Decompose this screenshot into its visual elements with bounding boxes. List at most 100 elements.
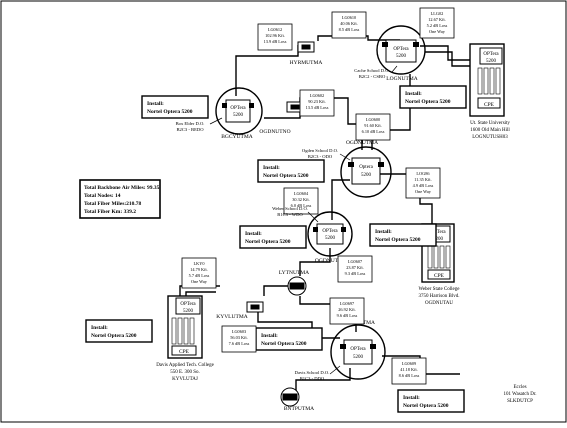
span-ogdnno-ogdn-box[interactable]: LG0600 91.60 Kft. 6.10 dB Loss bbox=[355, 113, 391, 141]
span-bgcy-ogdnno-id: LG0602 bbox=[310, 93, 324, 98]
davis-address: 550 E. 300 So. bbox=[170, 370, 200, 375]
span-frtn-bntp-loss: 8.6 dB Loss bbox=[399, 373, 420, 378]
span-lytn-frtn-id: LG0697 bbox=[340, 301, 355, 306]
summary-nodes: Total Nodes: 14 bbox=[84, 193, 121, 199]
site-davis[interactable]: OPTera 5200 CPE bbox=[167, 295, 203, 359]
frtn-device[interactable]: OPTera 5200 bbox=[340, 339, 376, 365]
davis-device-line2: 5200 bbox=[183, 309, 194, 314]
span-usu-loss: 5.2 dB Loss bbox=[427, 23, 448, 28]
lytn-label: LYTNUTMA bbox=[279, 270, 309, 276]
install-ogdnso-line2: Nortel Optera 5200 bbox=[245, 239, 291, 245]
span-frtn-bntp-box[interactable]: LG0609 41.18 Kft. 8.6 dB Loss bbox=[391, 357, 427, 385]
ogdn-device-line2: 5200 bbox=[361, 173, 372, 178]
ogdnso-device[interactable]: OPTera 5200 bbox=[313, 223, 346, 245]
bgcy-node-ring bbox=[215, 87, 263, 135]
span-ogdnno-ogdn-id: LG0600 bbox=[366, 117, 380, 122]
weber-device-line2: 5200 bbox=[433, 237, 444, 242]
install-frtn-line1: Install: bbox=[261, 333, 278, 339]
site-usu[interactable]: OPTera 5200 CPE bbox=[469, 43, 505, 117]
ogdn-node-ring bbox=[340, 146, 392, 198]
ogdn-device[interactable]: Optera 5200 bbox=[348, 157, 384, 185]
davis-school-label: Davis School D.O. B1C3 - DDO bbox=[295, 365, 341, 381]
span-lytn-frtn-box[interactable]: LG0697 26.92 Kft. 9.6 dB Loss bbox=[329, 297, 365, 325]
bgcy-device-line1: OPTera bbox=[230, 106, 246, 111]
span-usu-length: 12.67 Kft. bbox=[428, 17, 446, 22]
box-elder-name: Box Elder D.O. bbox=[176, 121, 205, 126]
summary-air-miles: Total Backbone Air Miles: 99.35 bbox=[84, 185, 160, 191]
install-box-frtn[interactable]: Install: Nortel Optera 5200 bbox=[255, 327, 323, 351]
link-ogdn-ogdnso bbox=[331, 179, 350, 220]
install-davis-line2: Nortel Optera 5200 bbox=[91, 333, 137, 339]
eccles-name: Eccles bbox=[513, 385, 526, 390]
usu-device-line1: OPTera bbox=[483, 52, 499, 57]
span-kyvl-frtn-box[interactable]: LG0603 56.03 Kft. 7.6 dB Loss bbox=[221, 325, 257, 353]
span-hyr-logn-id: LG0610 bbox=[342, 15, 356, 20]
ogdnso-label: OGDNUTSO bbox=[315, 258, 345, 264]
span-usu-box[interactable]: LLG02 12.67 Kft. 5.2 dB Loss One Way bbox=[419, 7, 455, 39]
logn-label: LOGNUTMA bbox=[386, 76, 417, 82]
span-weber-direction: One Way bbox=[415, 189, 432, 194]
install-eccles-line2: Nortel Optera 5200 bbox=[403, 403, 449, 409]
span-davis-box[interactable]: LKY0 14.79 Kft. 5.7 dB Loss One Way bbox=[181, 257, 217, 289]
install-box-weber[interactable]: Install: Nortel Optera 5200 bbox=[369, 223, 437, 247]
logn-node-ring bbox=[376, 25, 426, 75]
bntp-co-icon bbox=[280, 387, 300, 407]
install-logan-line2: Nortel Optera 5200 bbox=[405, 99, 451, 105]
span-ogdnso-lytn-box[interactable]: LG0607 23.87 Kft. 9.3 dB Loss bbox=[337, 255, 373, 283]
box-elder-arrow bbox=[209, 117, 223, 125]
install-box-ogdn[interactable]: Install: Nortel Optera 5200 bbox=[257, 159, 325, 183]
install-eccles-line1: Install: bbox=[403, 395, 420, 401]
span-hyr-logn-box[interactable]: LG0610 40.06 Kft. 8.5 dB Loss bbox=[331, 11, 367, 39]
span-lytn-frtn-loss: 9.6 dB Loss bbox=[337, 313, 358, 318]
span-usu-direction: One Way bbox=[429, 29, 446, 34]
link-logn-usu-a bbox=[420, 45, 470, 61]
ogdnso-node-ring bbox=[307, 211, 353, 257]
span-weber-id: LOG86 bbox=[416, 171, 430, 176]
weber-name: Weber State College bbox=[419, 287, 461, 292]
link-logn-usu-b bbox=[425, 51, 470, 67]
install-box-ogdnso[interactable]: Install: Nortel Optera 5200 bbox=[239, 225, 307, 249]
span-bgcy-ogdnno-box[interactable]: LG0602 90.23 Kft. 13.5 dB Loss bbox=[299, 89, 335, 117]
span-bgcy-ogdnno-loss: 13.5 dB Loss bbox=[306, 105, 329, 110]
davis-name: Davis Applied Tech. College bbox=[156, 363, 214, 368]
frtn-node-ring bbox=[330, 324, 386, 380]
cache-school-code: B2C2 - CSBO bbox=[359, 74, 386, 79]
install-box-davis[interactable]: Install: Nortel Optera 5200 bbox=[85, 319, 153, 343]
install-logan-line1: Install: bbox=[405, 91, 422, 97]
cache-school-label: Cache School D.O. B2C2 - CSBO bbox=[354, 65, 398, 79]
summary-fiber-km: Total Fiber Km: 339.2 bbox=[84, 209, 136, 215]
ogden-school-arrow bbox=[339, 153, 351, 161]
install-davis-line1: Install: bbox=[91, 325, 108, 331]
bgcy-device[interactable]: OPTera 5200 bbox=[222, 99, 254, 123]
span-bgcy-hyr-box[interactable]: LG0612 102.96 Kft. 13.9 dB Loss bbox=[257, 23, 293, 51]
usu-address: 1600 Old Main Hill bbox=[470, 128, 510, 133]
span-ogdn-ogdnso-box[interactable]: LG0604 30.32 Kft. 6.0 dB Loss bbox=[283, 187, 319, 215]
frtn-device-line1: OPTera bbox=[350, 347, 366, 352]
install-box-logan[interactable]: Install: Nortel Optera 5200 bbox=[399, 85, 467, 109]
logn-device-line1: OPTera bbox=[393, 47, 409, 52]
weber-cpe-label: CPE bbox=[434, 273, 445, 279]
span-ogdn-ogdnso-length: 30.32 Kft. bbox=[292, 197, 310, 202]
span-davis-direction: One Way bbox=[191, 279, 208, 284]
weber-school-name: Weber School D.O. bbox=[272, 206, 308, 211]
frtn-device-line2: 5200 bbox=[353, 355, 364, 360]
eccles-clli: SLKDUTCP bbox=[507, 399, 533, 404]
install-weber-line1: Install: bbox=[375, 229, 392, 235]
link-ogdnso-lytn bbox=[299, 248, 331, 276]
span-weber-box[interactable]: LOG86 11.35 Kft. 4.9 dB Loss One Way bbox=[405, 167, 441, 199]
install-box-bgcy[interactable]: Install: Nortel Optera 5200 bbox=[141, 95, 209, 119]
box-elder-code: B2C3 - BEDO bbox=[176, 127, 204, 132]
bntp-label: BNTPUTMA bbox=[284, 406, 314, 412]
span-davis-loss: 5.7 dB Loss bbox=[189, 273, 210, 278]
install-box-eccles[interactable]: Install: Nortel Optera 5200 bbox=[397, 389, 465, 413]
logn-device-line2: 5200 bbox=[396, 54, 407, 59]
summary-fiber-miles: Total Fiber Miles:210.78 bbox=[84, 201, 142, 207]
install-bgcy-line2: Nortel Optera 5200 bbox=[147, 109, 193, 115]
logn-device[interactable]: OPTera 5200 bbox=[382, 39, 419, 63]
davis-clli: KYVLUTAJ bbox=[172, 377, 198, 382]
span-kyvl-frtn-id: LG0603 bbox=[232, 329, 246, 334]
span-davis-id: LKY0 bbox=[194, 261, 205, 266]
ogdn-label: OGDNUTMA bbox=[346, 140, 378, 146]
weber-device-line1: OPTera bbox=[430, 230, 446, 235]
span-ogdnno-ogdn-loss: 6.10 dB Loss bbox=[362, 129, 385, 134]
